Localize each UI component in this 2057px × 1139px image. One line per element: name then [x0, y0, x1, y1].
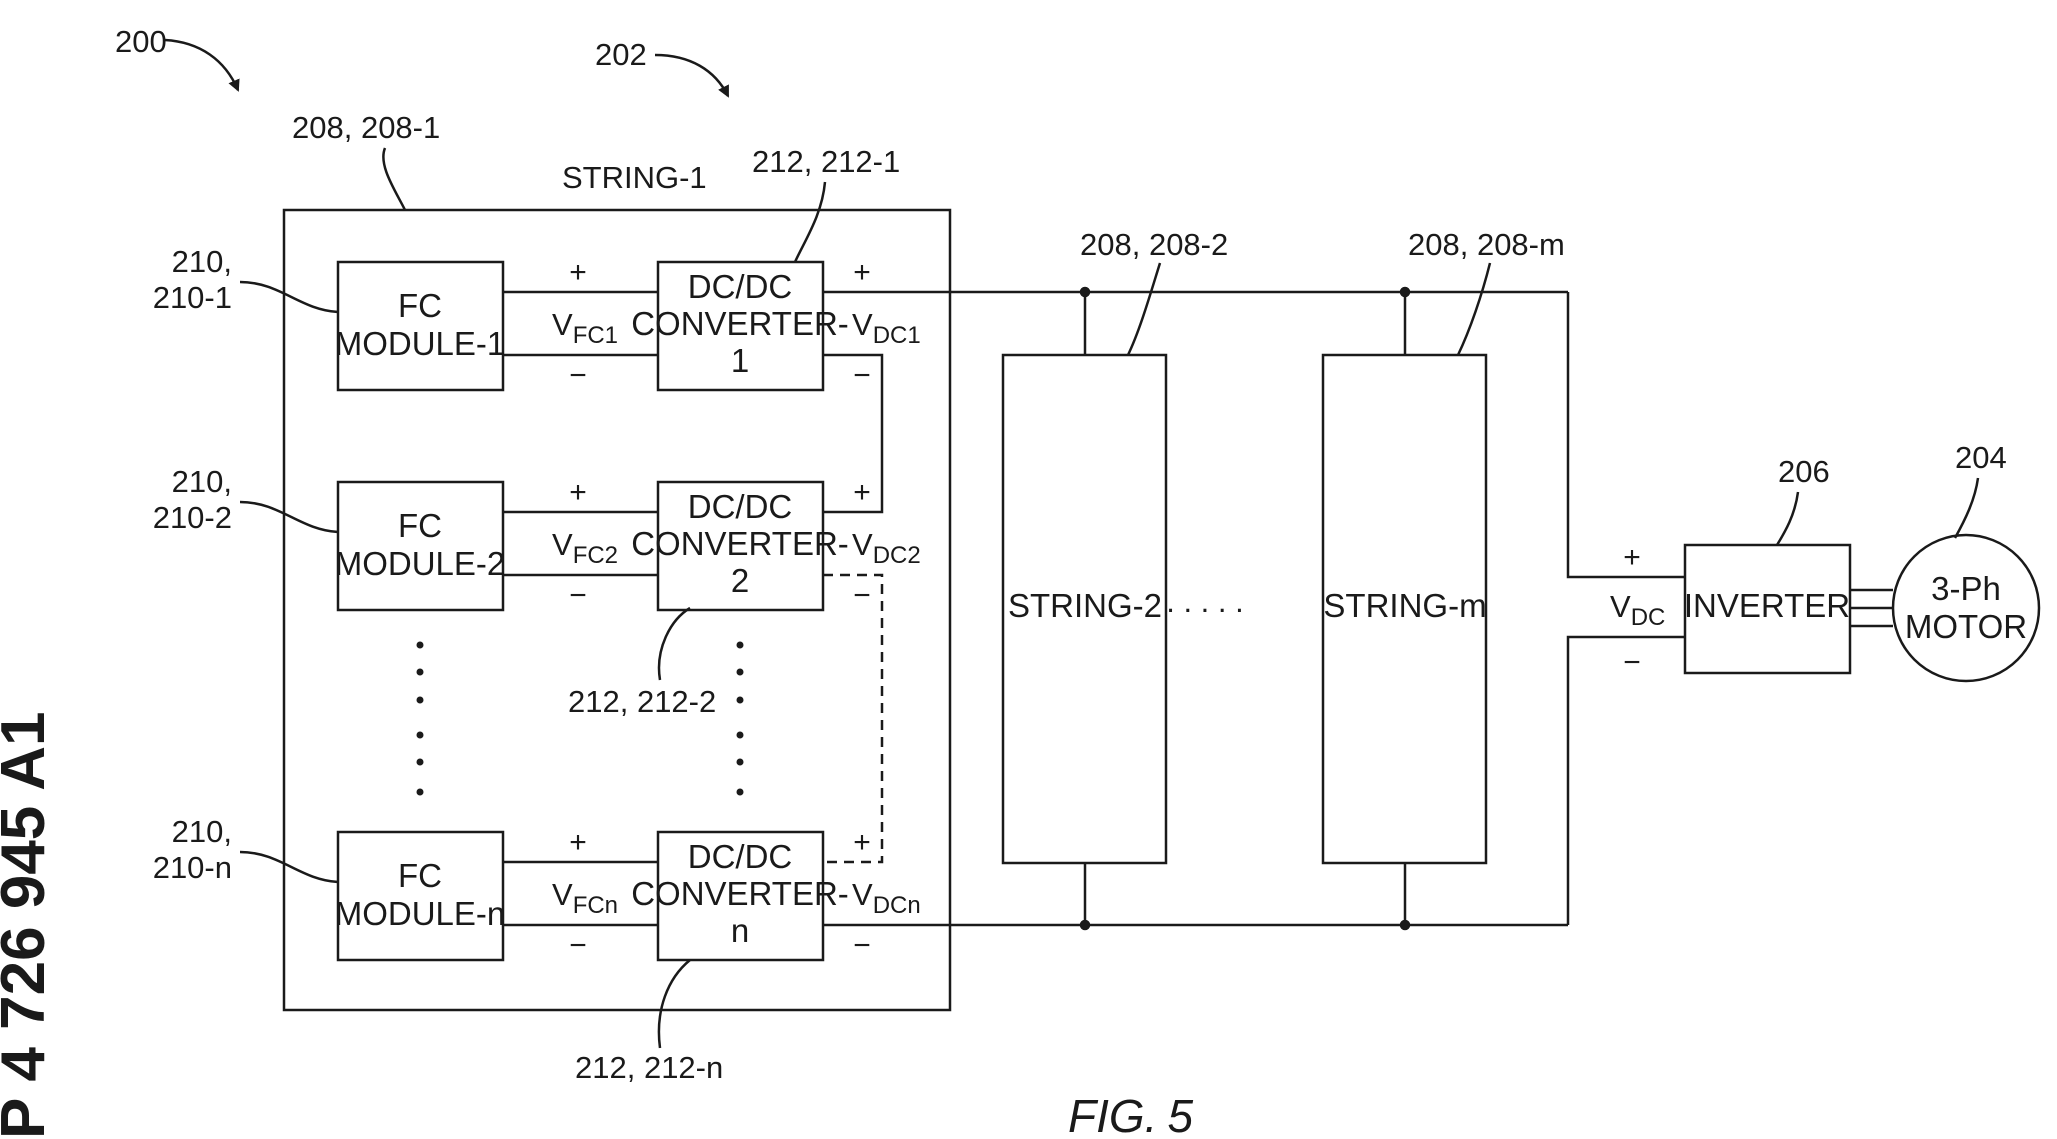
fc-module-1-line2: MODULE-1: [335, 325, 506, 362]
string-m-ref-leader: [1458, 263, 1490, 355]
string-m-plus-node: [1401, 288, 1409, 296]
string-2-minus-node: [1081, 921, 1089, 929]
ref-200-arrow: [165, 40, 238, 90]
converter-1-line1: DC/DC: [688, 268, 793, 305]
converter-2-line2: CONVERTER-: [631, 525, 849, 562]
bus-minus-sign: −: [1623, 646, 1641, 679]
row-2-vfc-label: VFC2: [552, 527, 618, 569]
converter-ellipsis: [737, 642, 744, 796]
fc-module-2-line2: MODULE-2: [335, 545, 506, 582]
bus-vdc-label: VDC: [1610, 589, 1665, 631]
converter-2-ref: 212, 212-2: [568, 684, 716, 719]
fc-module-2-ref-line1: 210,: [172, 464, 232, 499]
fc-module-n-line1: FC: [398, 857, 442, 894]
row-n-dc-minus-sign: −: [853, 929, 871, 962]
row-1-vdc-label: VDC1: [852, 307, 921, 349]
strings-ellipsis: . . . . .: [1166, 584, 1244, 619]
string-m-ref: 208, 208-m: [1408, 227, 1565, 262]
row-n-fc-plus-sign: +: [569, 826, 587, 859]
motor-line1: 3-Ph: [1931, 570, 2001, 607]
fc-module-2-ref-leader: [240, 502, 338, 532]
converter-1-ref: 212, 212-1: [752, 144, 900, 179]
motor-ref-leader: [1955, 478, 1978, 538]
fc-module-n-ref-leader: [240, 852, 338, 882]
motor-ref: 204: [1955, 440, 2007, 475]
conv-2-minus-to-conv-n-plus-dashed: [823, 575, 882, 862]
ref-202-arrow: [655, 55, 728, 96]
converter-1-ref-leader: [795, 182, 825, 262]
ref-202: 202: [595, 37, 647, 72]
string-2-ref-leader: [1128, 263, 1160, 355]
converter-1-line3: 1: [731, 342, 749, 379]
row-1-dc-plus-sign: +: [853, 256, 871, 289]
bus-negative-to-inverter: [1568, 637, 1685, 925]
row-n-vfc-label: VFCn: [552, 877, 618, 919]
fc-module-2-line1: FC: [398, 507, 442, 544]
fc-module-n-ref-line2: 210-n: [153, 850, 232, 885]
fc-module-1-ref-line2: 210-1: [153, 280, 232, 315]
converter-2-line3: 2: [731, 562, 749, 599]
fc-module-1-ref-leader: [240, 282, 338, 312]
string-m-label: STRING-m: [1323, 587, 1486, 624]
figure-label: FIG.5: [1068, 1090, 1193, 1139]
row-1-vfc-label: VFC1: [552, 307, 618, 349]
string-1-title: STRING-1: [562, 160, 707, 195]
row-n-dc-plus-sign: +: [853, 826, 871, 859]
fc-module-n-ref-line1: 210,: [172, 814, 232, 849]
string-1-ref: 208, 208-1: [292, 110, 440, 145]
inverter-ref: 206: [1778, 454, 1830, 489]
fc-module-ellipsis: [417, 642, 424, 796]
row-2-fc-minus-sign: −: [569, 579, 587, 612]
row-1-fc-plus-sign: +: [569, 256, 587, 289]
string-m-minus-node: [1401, 921, 1409, 929]
row-2-vdc-label: VDC2: [852, 527, 921, 569]
row-n-vdc-label: VDCn: [852, 877, 921, 919]
converter-n-line1: DC/DC: [688, 838, 793, 875]
string-2-ref: 208, 208-2: [1080, 227, 1228, 262]
converter-n-line2: CONVERTER-: [631, 875, 849, 912]
fc-module-1-line1: FC: [398, 287, 442, 324]
bus-plus-sign: +: [1623, 541, 1641, 574]
string-1-ref-leader: [383, 148, 405, 210]
row-2-dc-minus-sign: −: [853, 579, 871, 612]
side-publication-number: P 4 726 945 A1: [0, 712, 58, 1139]
converter-n-ref-leader: [659, 960, 690, 1048]
bus-positive-to-inverter: [1568, 292, 1685, 577]
row-2-fc-plus-sign: +: [569, 476, 587, 509]
row-2-dc-plus-sign: +: [853, 476, 871, 509]
string-2-plus-node: [1081, 288, 1089, 296]
fc-module-1-ref-line1: 210,: [172, 244, 232, 279]
row-n-fc-minus-sign: −: [569, 929, 587, 962]
row-1-dc-minus-sign: −: [853, 359, 871, 392]
converter-2-ref-leader: [659, 608, 690, 680]
inverter-label: INVERTER: [1684, 587, 1850, 624]
inverter-ref-leader: [1777, 492, 1798, 545]
ref-200: 200: [115, 24, 167, 59]
converter-n-line3: n: [731, 912, 749, 949]
fc-module-2-ref-line2: 210-2: [153, 500, 232, 535]
converter-2-line1: DC/DC: [688, 488, 793, 525]
string-2-label: STRING-2: [1008, 587, 1162, 624]
fc-module-n-line2: MODULE-n: [335, 895, 506, 932]
converter-n-ref: 212, 212-n: [575, 1050, 723, 1085]
motor-line2: MOTOR: [1905, 608, 2027, 645]
converter-1-line2: CONVERTER-: [631, 305, 849, 342]
row-1-fc-minus-sign: −: [569, 359, 587, 392]
